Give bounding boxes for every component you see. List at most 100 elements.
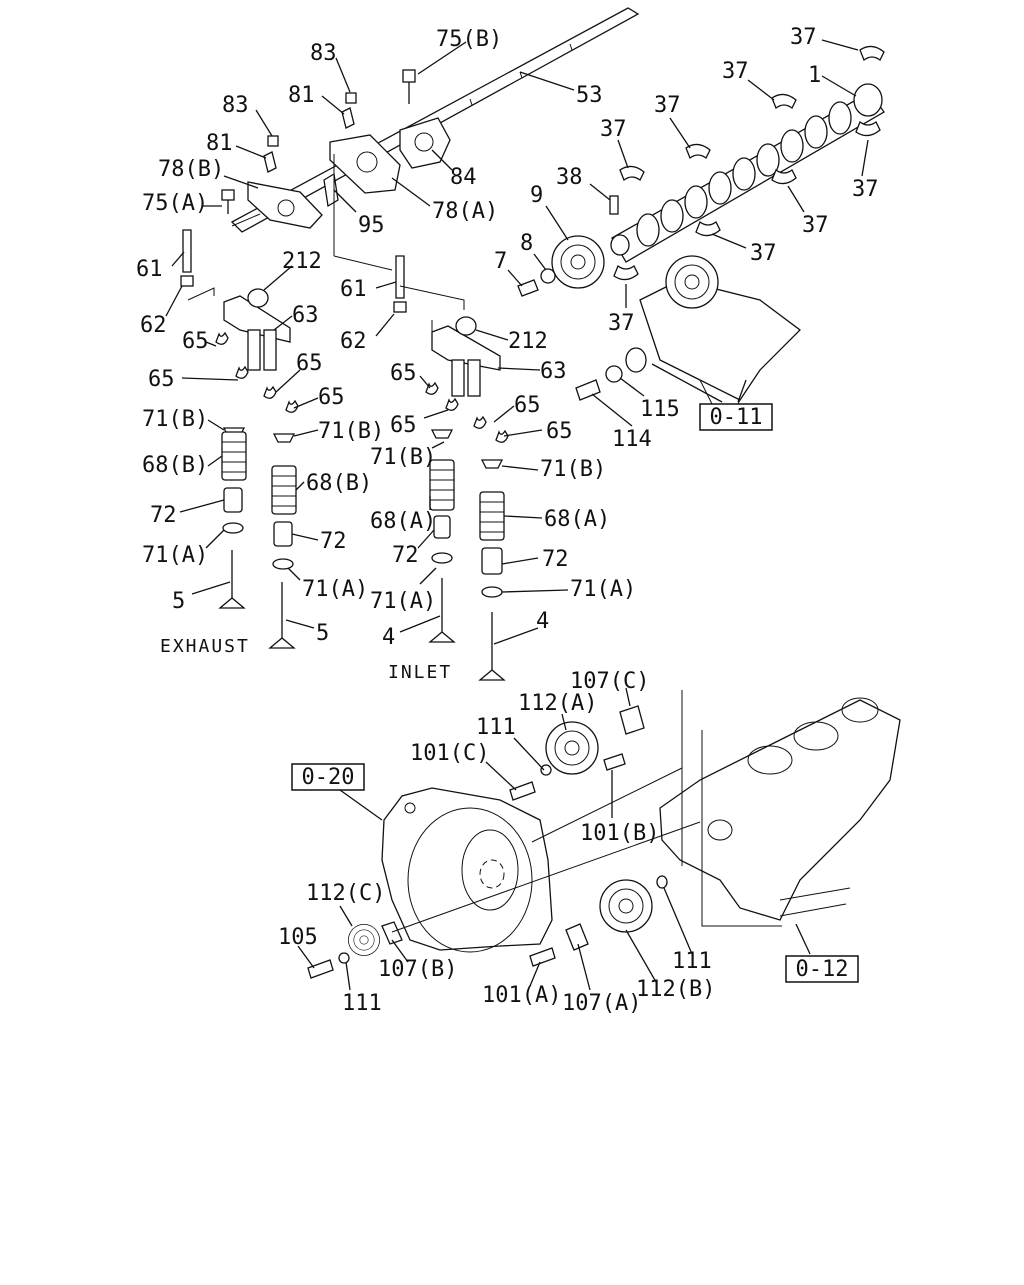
label-37e: 37	[852, 177, 879, 202]
label-212b: 212	[508, 329, 548, 354]
stud-81a	[341, 107, 355, 129]
bearing-shell-37e	[855, 120, 881, 137]
label-72a: 72	[150, 503, 177, 528]
shaft-107b	[381, 921, 403, 945]
cotter-65f	[445, 397, 459, 411]
label-62a: 62	[140, 313, 167, 338]
label-83b: 83	[222, 93, 249, 118]
flywheel-housing	[381, 787, 553, 953]
washer-115	[605, 365, 623, 383]
bearing-shell-37a	[859, 45, 885, 62]
bearing-shell-37c	[685, 143, 711, 160]
washer-111b	[338, 952, 350, 964]
nut-62a	[180, 275, 194, 287]
label-105: 105	[278, 925, 318, 950]
label-112c: 112(C)	[306, 881, 385, 906]
valve-assembly-exhaust-right	[268, 433, 297, 649]
bolt-7	[517, 279, 539, 297]
label-5a: 5	[172, 589, 185, 614]
label-8: 8	[520, 231, 533, 256]
bearing-shell-37d	[619, 165, 645, 182]
label-63a: 63	[292, 303, 319, 328]
part-labels: 37 37 1 37 37 37 37 37 37 75(B) 53 83 81…	[136, 25, 879, 1016]
bolt-105	[307, 959, 334, 979]
nut-62b	[393, 301, 407, 313]
ref-box-0-20-label: 0-20	[302, 765, 355, 790]
rocker-arm-63b	[431, 325, 501, 397]
idler-gear-112b	[599, 879, 653, 933]
label-107a: 107(A)	[562, 991, 641, 1016]
label-111c: 111	[672, 949, 712, 974]
label-7: 7	[494, 249, 507, 274]
label-65c: 65	[296, 351, 323, 376]
label-61b: 61	[340, 277, 367, 302]
washer-8	[540, 268, 556, 284]
label-84: 84	[450, 165, 477, 190]
label-65e: 65	[390, 361, 417, 386]
cap-212b	[455, 316, 477, 336]
label-71a-3: 71(A)	[370, 589, 436, 614]
label-65b: 65	[148, 367, 175, 392]
label-71b-1: 71(B)	[142, 407, 208, 432]
label-111b: 111	[342, 991, 382, 1016]
shaft-107c	[619, 705, 645, 735]
label-53: 53	[576, 83, 603, 108]
label-71a-1: 71(A)	[142, 543, 208, 568]
label-101a: 101(A)	[482, 983, 561, 1008]
label-71b-2: 71(B)	[318, 419, 384, 444]
label-68b-1: 68(B)	[142, 453, 208, 478]
label-68a-2: 68(A)	[544, 507, 610, 532]
label-107c: 107(C)	[570, 669, 649, 694]
cotter-65d	[285, 399, 299, 413]
bushing-upper	[625, 347, 647, 373]
label-112b: 112(B)	[636, 977, 715, 1002]
label-4a: 4	[382, 625, 395, 650]
cotter-65h	[495, 429, 509, 443]
cotter-65c	[263, 385, 277, 399]
nut-83b	[267, 135, 279, 147]
label-68b-2: 68(B)	[306, 471, 372, 496]
cap-212a	[247, 288, 269, 308]
label-65f: 65	[390, 413, 417, 438]
bolt-101b	[603, 753, 626, 771]
label-4b: 4	[536, 609, 549, 634]
label-114: 114	[612, 427, 652, 452]
cotter-65b	[235, 365, 249, 379]
bolt-101c	[509, 781, 536, 801]
valve-assembly-exhaust-left	[218, 427, 247, 609]
bearing-shell-37g	[695, 220, 721, 237]
label-37h: 37	[608, 311, 635, 336]
ref-box-0-12-label: 0-12	[796, 957, 849, 982]
adjust-screw-61a	[182, 229, 192, 273]
label-81a: 81	[288, 83, 315, 108]
valve-assembly-inlet-right	[478, 459, 506, 681]
cotter-65g	[473, 415, 487, 429]
rocker-arm-63a	[223, 295, 291, 371]
label-78b: 78(B)	[158, 157, 224, 182]
camshaft	[610, 83, 885, 263]
rocker-bracket-front	[329, 134, 401, 194]
label-37d: 37	[600, 117, 627, 142]
label-107b: 107(B)	[378, 957, 457, 982]
nut-83a	[345, 92, 357, 104]
label-71b-3: 71(B)	[370, 445, 436, 470]
leader-lines	[165, 39, 869, 991]
cam-gear-9	[551, 235, 605, 289]
label-37a: 37	[790, 25, 817, 50]
label-1: 1	[808, 63, 821, 88]
label-61a: 61	[136, 257, 163, 282]
label-72d: 72	[542, 547, 569, 572]
label-62b: 62	[340, 329, 367, 354]
label-68a-1: 68(A)	[370, 509, 436, 534]
ref-box-0-12: 0-12	[785, 955, 859, 983]
label-75a: 75(A)	[142, 191, 208, 216]
bolt-75b	[402, 69, 416, 83]
label-71a-2: 71(A)	[302, 577, 368, 602]
bolt-114	[575, 379, 601, 401]
label-65d: 65	[318, 385, 345, 410]
label-81b: 81	[206, 131, 233, 156]
washer-111a	[540, 764, 552, 776]
label-75b: 75(B)	[436, 27, 502, 52]
